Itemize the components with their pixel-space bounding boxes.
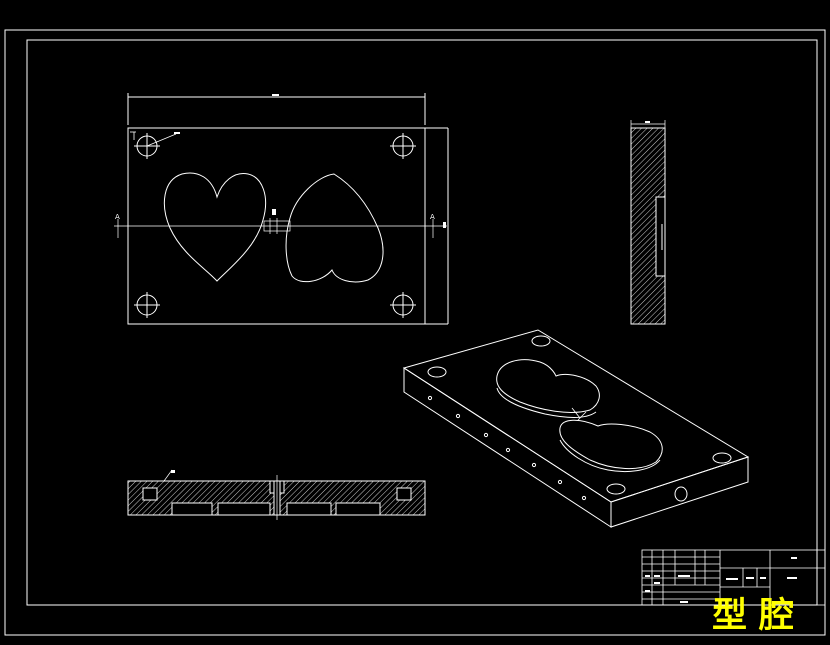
iso-right-face [610, 456, 749, 528]
section-label-left: A [115, 213, 120, 221]
inner-frame-border [26, 39, 818, 606]
section-view-a-a [127, 469, 426, 520]
heart-cavity-right [285, 173, 384, 283]
side-view [630, 120, 666, 325]
iso-left-face [403, 367, 612, 528]
iso-heart-pocket-1 [496, 359, 600, 413]
top-view [114, 93, 449, 325]
iso-heart-pocket-2 [559, 419, 663, 470]
iso-top-face [402, 329, 750, 503]
corner-hole [134, 292, 160, 318]
corner-hole [390, 292, 416, 318]
isometric-view [402, 329, 750, 528]
corner-hole [390, 133, 416, 159]
outer-sheet-border [4, 29, 826, 636]
drawing-caption: 型腔 [712, 595, 807, 636]
title-block [641, 549, 826, 606]
section-label-right: A [430, 213, 435, 221]
heart-cavity-left [163, 172, 267, 282]
